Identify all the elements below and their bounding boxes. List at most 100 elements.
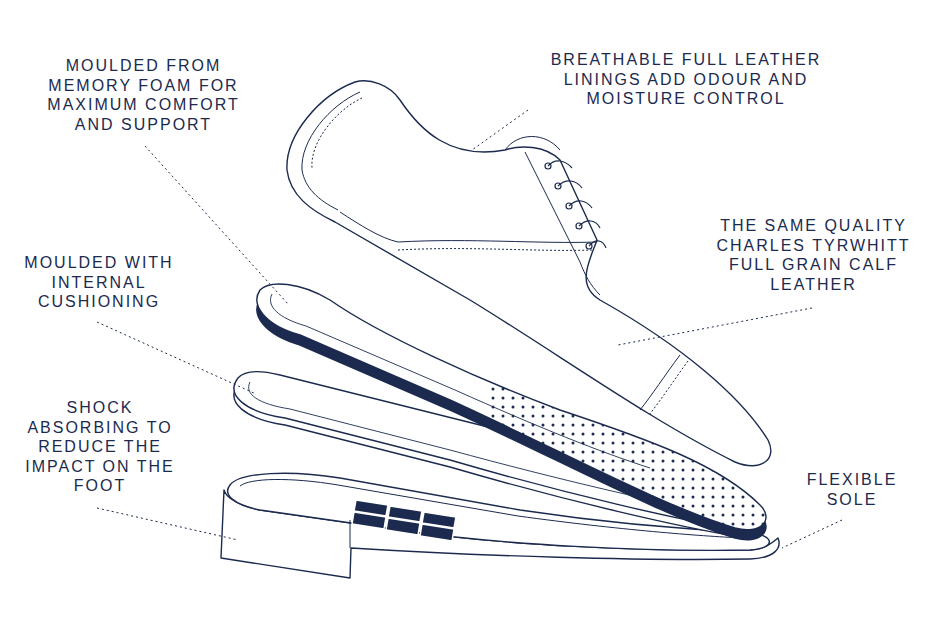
perforation-dot (592, 433, 595, 436)
perforation-dot (572, 388, 575, 391)
perforation-dot (582, 415, 585, 418)
toe-cap-seam (640, 355, 680, 410)
perforation-dot (622, 433, 625, 436)
perforation-dot (582, 451, 585, 454)
perforation-dot (602, 487, 605, 490)
perforation-dot (592, 397, 595, 400)
perforation-dot (502, 415, 505, 418)
perforation-dot (582, 460, 585, 463)
perforation-dot (752, 532, 755, 535)
perforation-dot (662, 505, 665, 508)
perforation-dot (572, 505, 575, 508)
perforation-dot (672, 487, 675, 490)
perforation-dot (502, 496, 505, 499)
perforation-dot (642, 415, 645, 418)
perforation-dot (672, 505, 675, 508)
perforation-dot (712, 469, 715, 472)
callout-label: SHOCK ABSORBING TO REDUCE THE IMPACT ON … (16, 398, 184, 496)
perforation-dot (542, 433, 545, 436)
perforation-dot (522, 433, 525, 436)
perforation-dot (682, 442, 685, 445)
perforation-dot (512, 451, 515, 454)
perforation-dot (502, 532, 505, 535)
perforation-dot (652, 424, 655, 427)
perforation-dot (602, 523, 605, 526)
perforation-dot (522, 397, 525, 400)
perforation-dot (702, 514, 705, 517)
perforation-dot (682, 469, 685, 472)
perforation-dot (732, 469, 735, 472)
perforation-dot (552, 496, 555, 499)
perforation-dot (522, 424, 525, 427)
perforation-dot (612, 532, 615, 535)
perforation-dot (512, 442, 515, 445)
perforation-dot (692, 478, 695, 481)
perforation-dot (652, 514, 655, 517)
perforation-dot (542, 532, 545, 535)
perforation-dot (622, 496, 625, 499)
perforation-dot (742, 478, 745, 481)
perforation-dot (502, 433, 505, 436)
perforation-dot (492, 442, 495, 445)
perforation-dot (572, 487, 575, 490)
perforation-dot (752, 514, 755, 517)
perforation-dot (772, 397, 775, 400)
callout-label: MOULDED WITH INTERNAL CUSHIONING (4, 253, 194, 312)
perforation-dot (692, 469, 695, 472)
perforation-dot (532, 460, 535, 463)
perforation-dot (702, 460, 705, 463)
perforation-dot (722, 460, 725, 463)
perforation-dot (692, 496, 695, 499)
perforation-dot (492, 505, 495, 508)
perforation-dot (662, 523, 665, 526)
perforation-dot (722, 496, 725, 499)
perforation-dot (552, 487, 555, 490)
perforation-dot (532, 451, 535, 454)
perforation-dot (742, 505, 745, 508)
perforation-dot (502, 451, 505, 454)
perforation-dot (502, 469, 505, 472)
perforation-dot (772, 478, 775, 481)
perforation-dot (572, 496, 575, 499)
perforation-dot (622, 415, 625, 418)
perforation-dot (592, 460, 595, 463)
perforation-dot (632, 406, 635, 409)
perforation-dot (512, 433, 515, 436)
perforation-dot (522, 406, 525, 409)
perforation-dot (672, 451, 675, 454)
perforation-dot (562, 424, 565, 427)
perforation-dot (772, 433, 775, 436)
leader-line (145, 146, 288, 304)
perforation-dot (582, 397, 585, 400)
shank-grid (352, 500, 456, 541)
perforation-dot (702, 532, 705, 535)
perforation-dot (632, 505, 635, 508)
perforation-dot (652, 478, 655, 481)
perforation-dot (552, 424, 555, 427)
quarter-seam (340, 212, 597, 242)
leader-line (97, 508, 238, 540)
perforation-dot (692, 532, 695, 535)
perforation-dot (662, 478, 665, 481)
perforation-dot (722, 478, 725, 481)
perforation-dot (662, 496, 665, 499)
perforation-dot (672, 532, 675, 535)
perforation-dot (642, 487, 645, 490)
perforation-dot (552, 469, 555, 472)
perforation-dot (682, 532, 685, 535)
toe-cap-stitch (649, 361, 688, 415)
perforation-dot (622, 478, 625, 481)
perforation-dot (612, 433, 615, 436)
perforation-dot (542, 397, 545, 400)
perforation-dot (752, 406, 755, 409)
perforation-dot (542, 514, 545, 517)
perforation-dot (492, 478, 495, 481)
perforation-dot (552, 397, 555, 400)
perforation-dot (532, 532, 535, 535)
perforation-dot (502, 406, 505, 409)
perforation-dot (742, 379, 745, 382)
perforation-dot (682, 505, 685, 508)
perforation-dot (752, 379, 755, 382)
perforation-dot (732, 388, 735, 391)
perforation-dot (522, 487, 525, 490)
